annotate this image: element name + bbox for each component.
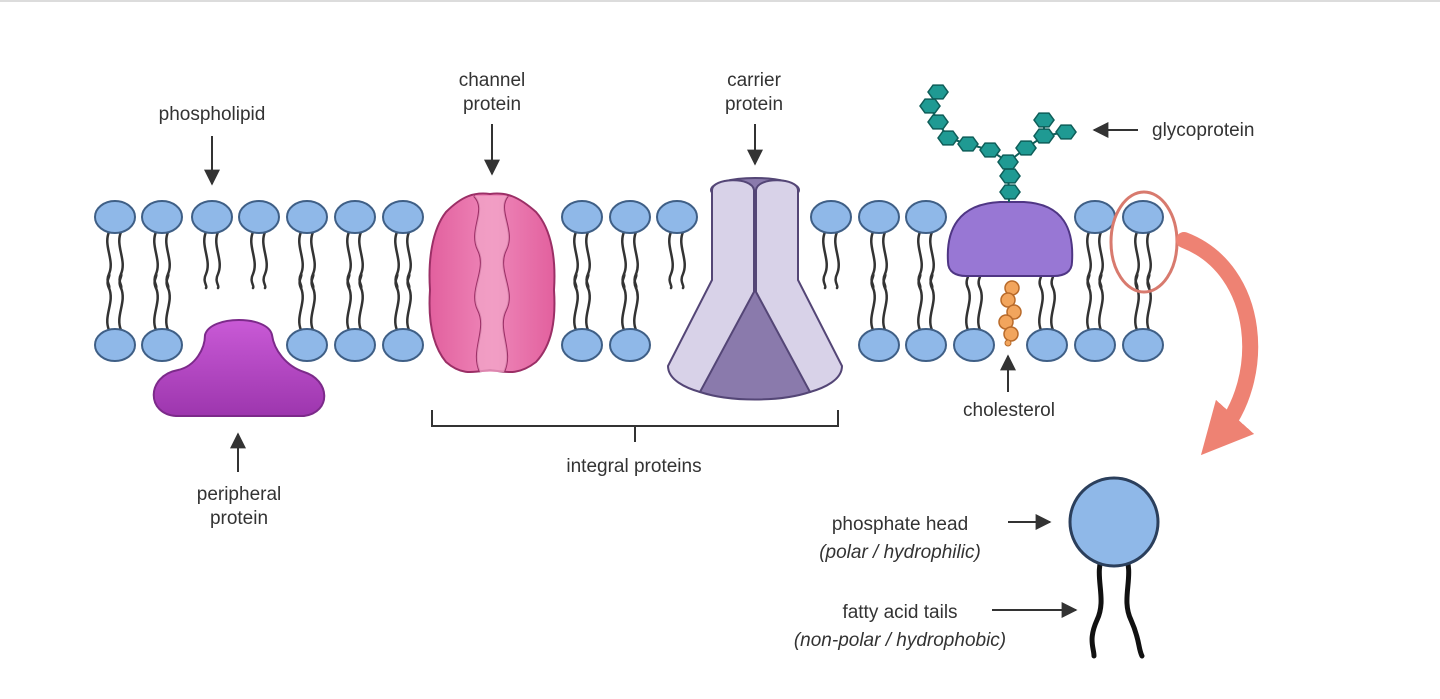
phospholipid-bottom — [609, 272, 651, 362]
phospholipid-bottom — [286, 272, 328, 362]
phospholipid-icon — [1068, 476, 1160, 659]
phospholipid-bottom — [1074, 272, 1116, 362]
cholesterol-ring — [1006, 304, 1022, 320]
sugar-unit — [1033, 112, 1055, 128]
phospholipid-bottom — [1122, 272, 1164, 362]
phospholipid-bottom — [561, 272, 603, 362]
zoom-arrow — [1176, 232, 1259, 456]
sugar-unit — [957, 136, 979, 152]
label-peripheral-line2: protein — [210, 508, 268, 529]
phospholipid-bottom — [334, 272, 376, 362]
phospholipid-top — [382, 200, 424, 290]
phospholipid-top — [561, 200, 603, 290]
phospholipid-bottom — [382, 272, 424, 362]
label-phosphate-head-note: (polar / hydrophilic) — [819, 542, 981, 563]
phospholipid-top — [1074, 200, 1116, 290]
pointer-arrows — [204, 122, 1138, 618]
phospholipid-bottom — [905, 272, 947, 362]
sugar-unit — [927, 84, 949, 100]
label-carrier-line1: carrier — [727, 70, 782, 91]
integral-proteins-bracket — [431, 410, 839, 442]
phospholipid-top — [141, 200, 183, 290]
phospholipid-bottom — [858, 272, 900, 362]
phospholipid-top — [94, 200, 136, 290]
phospholipid-top — [286, 200, 328, 290]
phospholipid-top — [191, 200, 233, 290]
sugar-unit — [1055, 124, 1077, 140]
phospholipid-top — [334, 200, 376, 290]
phospholipid-bottom — [141, 272, 183, 362]
label-glycoprotein: glycoprotein — [1152, 120, 1254, 141]
sugar-unit — [999, 168, 1021, 184]
sugar-unit — [919, 98, 941, 114]
phospholipid-top — [810, 200, 852, 290]
phospholipid-top — [1122, 200, 1164, 290]
sugar-unit — [1033, 128, 1055, 144]
phospholipid-top — [656, 200, 698, 290]
label-fatty-acid-tails-note: (non-polar / hydrophobic) — [794, 630, 1006, 651]
sugar-unit — [1015, 140, 1037, 156]
phospholipid-top — [858, 200, 900, 290]
glycoprotein-sugar-chain — [919, 84, 1077, 203]
phospholipid-bottom — [953, 272, 995, 362]
label-cholesterol: cholesterol — [963, 400, 1055, 421]
label-phospholipid: phospholipid — [159, 104, 266, 125]
glycoprotein-shape — [919, 84, 1077, 277]
label-carrier-line2: protein — [725, 94, 783, 115]
cholesterol-ring — [1000, 292, 1016, 308]
carrier-protein-shape — [666, 177, 844, 401]
cholesterol-ring — [1003, 326, 1019, 342]
phospholipid-bottom — [1026, 272, 1068, 362]
label-channel-line1: channel — [459, 70, 526, 91]
label-channel-line2: protein — [463, 94, 521, 115]
phospholipid-top — [609, 200, 651, 290]
phospholipid-bilayer — [94, 200, 1164, 362]
label-integral-proteins: integral proteins — [566, 456, 701, 477]
sugar-unit — [979, 142, 1001, 158]
phospholipid-top — [905, 200, 947, 290]
label-fatty-acid-tails: fatty acid tails — [842, 602, 957, 623]
phospholipid-top — [238, 200, 280, 290]
sugar-unit — [999, 184, 1021, 200]
peripheral-protein-shape — [152, 319, 326, 417]
sugar-unit — [927, 114, 949, 130]
label-peripheral-line1: peripheral — [197, 484, 282, 505]
sugar-unit — [937, 130, 959, 146]
phospholipid-bottom — [94, 272, 136, 362]
sugar-unit — [997, 154, 1019, 170]
cholesterol-shape — [998, 280, 1022, 347]
label-phosphate-head: phosphate head — [832, 514, 968, 535]
channel-protein-shape — [428, 192, 556, 374]
